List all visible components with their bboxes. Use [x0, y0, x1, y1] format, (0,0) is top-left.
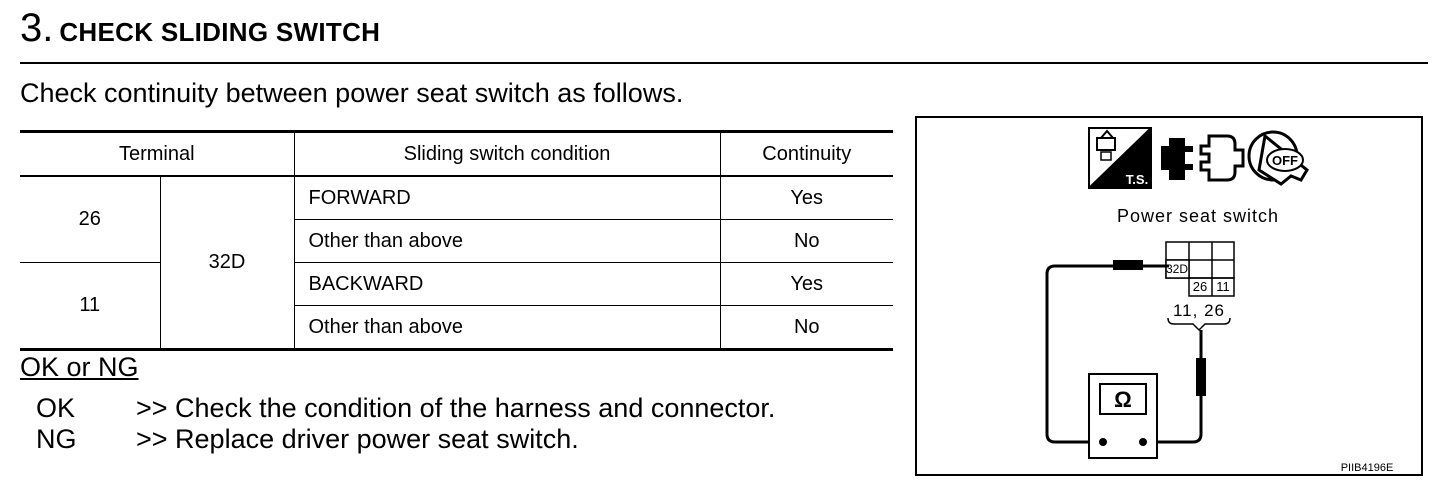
- step-number: 3.: [20, 6, 54, 50]
- probe-tip-left: [1113, 260, 1143, 270]
- ok-result: OK >> Check the condition of the harness…: [36, 393, 775, 424]
- probe-lead-right: [1141, 330, 1203, 444]
- condition-cell: FORWARD: [293, 175, 721, 220]
- step-heading: 3. CHECK SLIDING SWITCH: [20, 6, 380, 54]
- header-continuity: Continuity: [719, 131, 893, 177]
- terminals-label: 11, 26: [1173, 301, 1225, 320]
- service-data-ts-icon: T.S.: [1088, 127, 1152, 189]
- connector-cell-11: 11: [1216, 279, 1230, 294]
- intro-text: Check continuity between power seat swit…: [20, 78, 684, 108]
- connector-cell-32d: 32D: [1166, 262, 1188, 276]
- ng-key: NG: [36, 424, 77, 454]
- terminal-cell: 11: [20, 262, 161, 350]
- ng-result: NG >> Replace driver power seat switch.: [36, 424, 579, 455]
- connector-face: 32D 26 11: [1165, 241, 1235, 297]
- figure-svg: T.S. OFF Power seat switch 32D 26 11: [1045, 127, 1394, 474]
- ng-action: >> Replace driver power seat switch.: [136, 424, 579, 454]
- table-header-row: Terminal Sliding switch condition Contin…: [20, 131, 893, 177]
- ok-action: >> Check the condition of the harness an…: [136, 393, 776, 423]
- table-row: Other than above No: [20, 219, 893, 263]
- ohm-symbol: Ω: [1114, 387, 1132, 412]
- continuity-check-figure: T.S. OFF Power seat switch 32D 26 11: [915, 116, 1423, 476]
- heading-rule: [20, 62, 1428, 64]
- continuity-cell: No: [719, 219, 893, 263]
- ohmmeter: Ω: [1088, 373, 1158, 459]
- common-terminal-cell: 32D: [159, 175, 295, 350]
- table-row: 11 BACKWARD Yes: [20, 262, 893, 350]
- ts-label: T.S.: [1126, 172, 1148, 187]
- header-condition: Sliding switch condition: [293, 131, 721, 177]
- connector-cell-26: 26: [1193, 279, 1207, 294]
- condition-cell: BACKWARD: [293, 262, 721, 306]
- probe-lead-left: [1045, 264, 1169, 444]
- continuity-cell: Yes: [719, 262, 893, 306]
- condition-cell: Other than above: [294, 305, 721, 350]
- figure-code: PIIB4196E: [1341, 462, 1394, 474]
- connector-disconnect-icon: [1161, 134, 1245, 182]
- table-row: Other than above No: [20, 305, 893, 350]
- step-title: CHECK SLIDING SWITCH: [59, 17, 381, 47]
- ok-key: OK: [36, 393, 76, 423]
- header-terminal: Terminal: [20, 131, 295, 177]
- figure-caption: Power seat switch: [1117, 206, 1279, 226]
- terminal-cell: 26: [20, 175, 161, 263]
- ignition-off-icon: OFF: [1247, 130, 1309, 186]
- continuity-cell: No: [719, 305, 893, 350]
- ok-or-ng-title: OK or NG: [20, 352, 139, 382]
- condition-cell: Other than above: [294, 219, 721, 263]
- continuity-cell: Yes: [719, 175, 893, 220]
- probe-tip-right: [1196, 358, 1206, 396]
- continuity-table: Terminal Sliding switch condition Contin…: [20, 130, 893, 351]
- table-row: 26 32D FORWARD Yes: [20, 175, 893, 350]
- off-label: OFF: [1272, 153, 1298, 168]
